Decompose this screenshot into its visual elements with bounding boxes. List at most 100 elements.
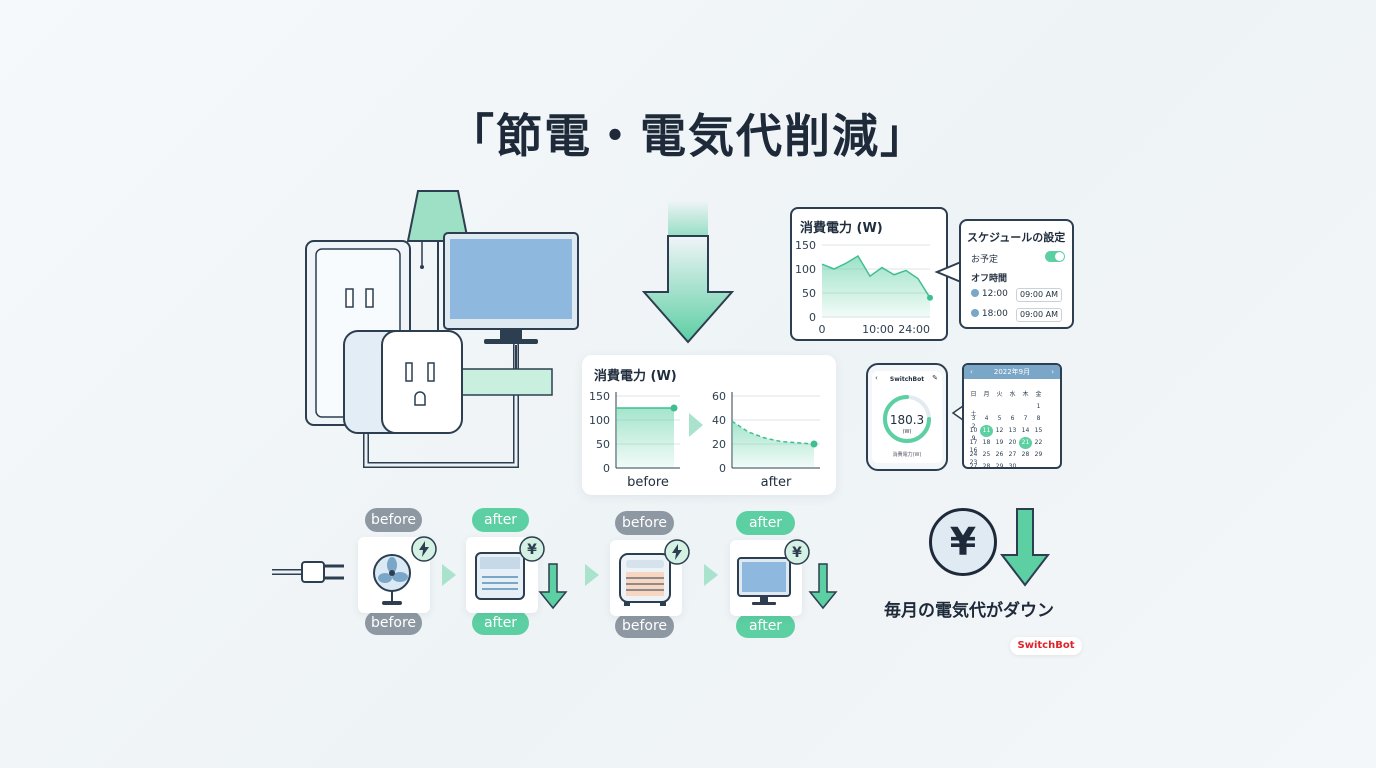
smart-plug-icon bbox=[343, 330, 463, 434]
preset-label: お予定 bbox=[971, 255, 999, 265]
calendar-day[interactable]: 27 bbox=[969, 463, 978, 469]
calendar-day[interactable]: 2 bbox=[971, 423, 976, 430]
schedule-toggle[interactable] bbox=[1045, 251, 1065, 262]
calendar-weekday: 土 bbox=[970, 411, 977, 418]
power-plug-icon bbox=[272, 561, 344, 583]
y-tick-label: 60 bbox=[712, 390, 726, 403]
series-area bbox=[732, 421, 814, 468]
page-title: 「節電・電気代削減」 bbox=[448, 109, 928, 163]
y-tick-label: 150 bbox=[795, 239, 816, 252]
series-area bbox=[822, 256, 930, 317]
calendar-day[interactable]: 8 bbox=[1036, 415, 1041, 422]
phone-mockup: ‹ SwitchBot ✎ 180.3 (W) 消費電力(W) bbox=[866, 363, 948, 471]
calendar-day[interactable]: 24 bbox=[969, 451, 978, 458]
schedule-card: スケジュールの設定 お予定 オフ時間 12:00 09:00 AM 18:00 … bbox=[959, 219, 1074, 329]
calendar-weekday: 日 bbox=[970, 391, 977, 398]
chevron-right-icon bbox=[704, 564, 718, 586]
y-tick-label: 100 bbox=[589, 414, 610, 427]
calendar-day[interactable]: 20 bbox=[1008, 439, 1017, 446]
monitor-device bbox=[730, 540, 802, 616]
calendar-day[interactable]: 3 bbox=[971, 415, 976, 422]
yen-coin-icon: ¥ bbox=[929, 508, 997, 576]
calendar-day[interactable] bbox=[1032, 456, 1045, 467]
y-tick-label: 0 bbox=[603, 462, 610, 475]
calendar-day[interactable]: 28 bbox=[1021, 451, 1030, 458]
schedule-title: スケジュールの設定 bbox=[967, 231, 1066, 244]
power-unit: (W) bbox=[902, 429, 912, 435]
x-tick-label: 0 bbox=[819, 323, 826, 336]
after-tag: after bbox=[472, 611, 529, 635]
schedule-row-value[interactable]: 09:00 AM bbox=[1016, 288, 1062, 302]
series-area bbox=[616, 408, 674, 468]
x-axis-label: after bbox=[761, 475, 792, 490]
reduction-arrow-icon bbox=[641, 200, 735, 344]
after-tag: after bbox=[736, 511, 795, 535]
calendar-day[interactable]: 26 bbox=[995, 451, 1004, 458]
calendar-day[interactable]: 10 bbox=[969, 427, 978, 434]
calendar-day[interactable]: 9 bbox=[971, 435, 976, 442]
calendar-day[interactable]: 22 bbox=[1034, 439, 1043, 446]
calendar-day[interactable]: 11 bbox=[980, 425, 993, 437]
monitor-icon bbox=[737, 557, 791, 605]
before-tag: before bbox=[365, 611, 422, 635]
phone-screen: ‹ SwitchBot ✎ 180.3 (W) 消費電力(W) bbox=[872, 371, 942, 463]
after-tag: after bbox=[736, 614, 795, 638]
saving-caption: 毎月の電気代がダウン bbox=[884, 601, 1054, 621]
back-icon[interactable]: ‹ bbox=[875, 374, 878, 382]
calendar-day[interactable]: 14 bbox=[1021, 427, 1030, 434]
calendar-weekday: 金 bbox=[1035, 391, 1042, 398]
calendar-day[interactable]: 4 bbox=[984, 415, 989, 422]
calendar-weekday: 木 bbox=[1022, 391, 1029, 398]
lightning-icon bbox=[664, 539, 690, 565]
calendar-day[interactable]: 5 bbox=[997, 415, 1002, 422]
calendar-day[interactable]: 29 bbox=[1034, 451, 1043, 458]
calendar-weekday: 月 bbox=[983, 391, 990, 398]
calendar-day[interactable]: 18 bbox=[982, 439, 991, 446]
gauge-ring bbox=[883, 395, 931, 443]
schedule-row[interactable]: 12:00 bbox=[971, 289, 1067, 299]
prev-month-icon[interactable]: ‹ bbox=[970, 368, 973, 376]
x-axis-label: before bbox=[627, 475, 669, 490]
brand-logo: SwitchBot bbox=[1010, 637, 1082, 655]
calendar-day[interactable]: 12 bbox=[995, 427, 1004, 434]
calendar-day[interactable]: 23 bbox=[969, 459, 978, 466]
calendar-day[interactable]: 6 bbox=[1010, 415, 1015, 422]
calendar-weekday: 水 bbox=[1009, 391, 1016, 398]
calendar-day[interactable]: 28 bbox=[982, 463, 991, 469]
clock-icon bbox=[971, 289, 979, 297]
calendar-day[interactable]: 19 bbox=[995, 439, 1004, 446]
calendar-week-row: 24252627282930 bbox=[967, 441, 1057, 458]
calendar-day[interactable] bbox=[1019, 456, 1032, 467]
calendar-day[interactable]: 25 bbox=[982, 451, 991, 458]
calendar-day[interactable]: 1 bbox=[1036, 403, 1041, 410]
calendar-day[interactable]: 17 bbox=[969, 439, 978, 446]
yen-icon: ¥ bbox=[519, 536, 545, 562]
down-arrow-icon bbox=[538, 563, 568, 610]
edit-icon[interactable]: ✎ bbox=[932, 374, 938, 382]
power-caption: 消費電力(W) bbox=[892, 452, 922, 458]
calendar-day[interactable]: 30 bbox=[1008, 463, 1017, 469]
schedule-row[interactable]: 18:00 bbox=[971, 309, 1067, 319]
calendar-day[interactable]: 13 bbox=[1008, 427, 1017, 434]
calendar-day[interactable]: 21 bbox=[1019, 437, 1032, 449]
calendar-day[interactable]: 15 bbox=[1034, 427, 1043, 434]
calendar-day[interactable]: 27 bbox=[1008, 451, 1017, 458]
big-down-arrow-icon bbox=[1000, 508, 1050, 587]
schedule-row-value[interactable]: 09:00 AM bbox=[1016, 308, 1062, 322]
off-time-label: オフ時間 bbox=[971, 274, 1008, 284]
app-name: SwitchBot bbox=[889, 376, 925, 383]
calendar-weekday-row: 日月火水木金土 bbox=[967, 381, 1057, 418]
schedule-row-time: 18:00 bbox=[981, 309, 1008, 319]
next-month-icon[interactable]: › bbox=[1051, 368, 1054, 376]
calendar-day[interactable]: 16 bbox=[969, 447, 978, 454]
down-arrow-icon bbox=[808, 563, 838, 610]
toggle-knob bbox=[1055, 252, 1064, 261]
y-tick-label: 20 bbox=[712, 438, 726, 451]
calendar-day[interactable]: 29 bbox=[995, 463, 1004, 469]
series-line bbox=[731, 420, 815, 445]
calendar-day[interactable]: 7 bbox=[1023, 415, 1028, 422]
space-heater-icon bbox=[619, 553, 671, 606]
